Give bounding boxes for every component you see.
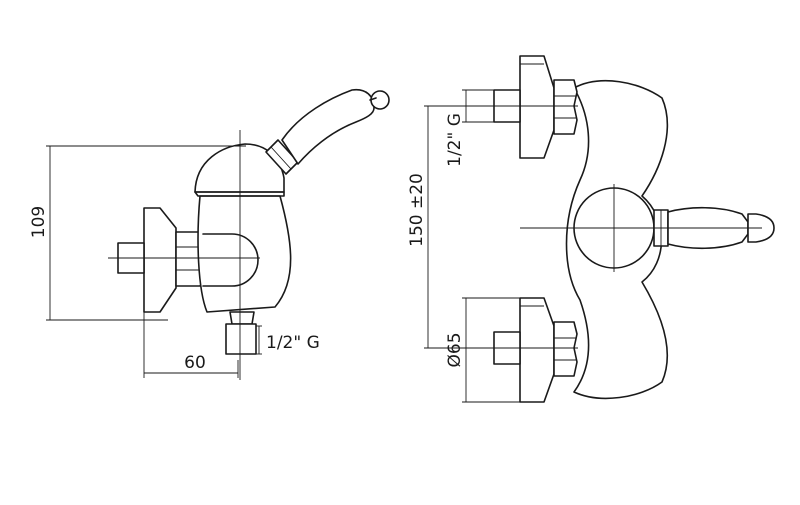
side-wall-flange (143, 207, 177, 313)
flange-diameter-label: Ø65 (445, 332, 465, 367)
front-top-hex-nut (553, 79, 578, 135)
centers-dimension-label: 150 ±20 (407, 173, 427, 247)
inlet-thread-label: 1/2" G (445, 113, 465, 167)
side-outlet-stub (225, 323, 257, 355)
front-view: 1/2" G 150 ±20 Ø65 (407, 55, 775, 403)
side-outlet-neck (229, 311, 255, 325)
width-dimension-label: 60 (184, 353, 206, 373)
outlet-thread-label: 1/2" G (266, 333, 320, 353)
side-lever-handle (281, 88, 375, 165)
side-valve-body (197, 195, 292, 313)
side-lever-knob (370, 90, 390, 110)
side-view: 109 60 1/2" G (29, 88, 390, 380)
front-bottom-hex-nut (553, 321, 578, 377)
height-dimension-label: 109 (29, 206, 49, 238)
front-top-flange (519, 55, 555, 159)
front-bottom-flange (519, 297, 555, 403)
